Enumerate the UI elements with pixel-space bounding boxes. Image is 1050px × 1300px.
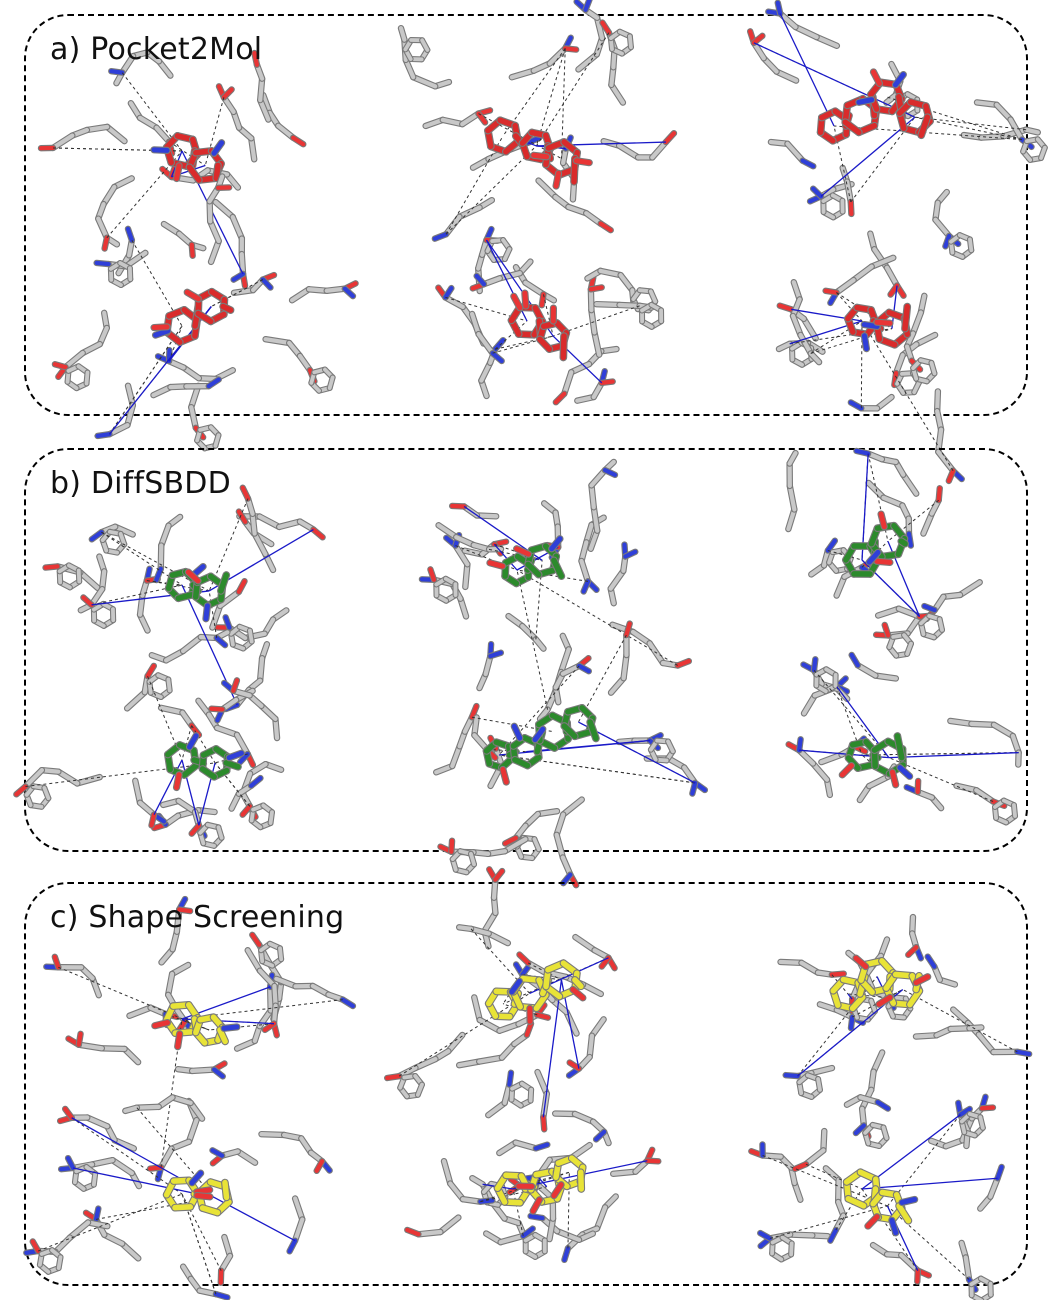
panel-a-label: a) Pocket2Mol [50,32,263,67]
panel-pocket2mol: a) Pocket2Mol [24,0,1048,485]
panel-b-molecule-scene [13,447,1022,889]
panel-c-label: c) Shape Screening [50,900,345,935]
panel-diffsbdd: b) DiffSBDD [13,447,1028,889]
panel-a-molecule-scene [37,0,1048,485]
panel-shape-screening: c) Shape Screening [23,866,1033,1300]
panel-b-label: b) DiffSBDD [50,466,231,501]
panel-c-molecule-scene [23,866,1033,1300]
